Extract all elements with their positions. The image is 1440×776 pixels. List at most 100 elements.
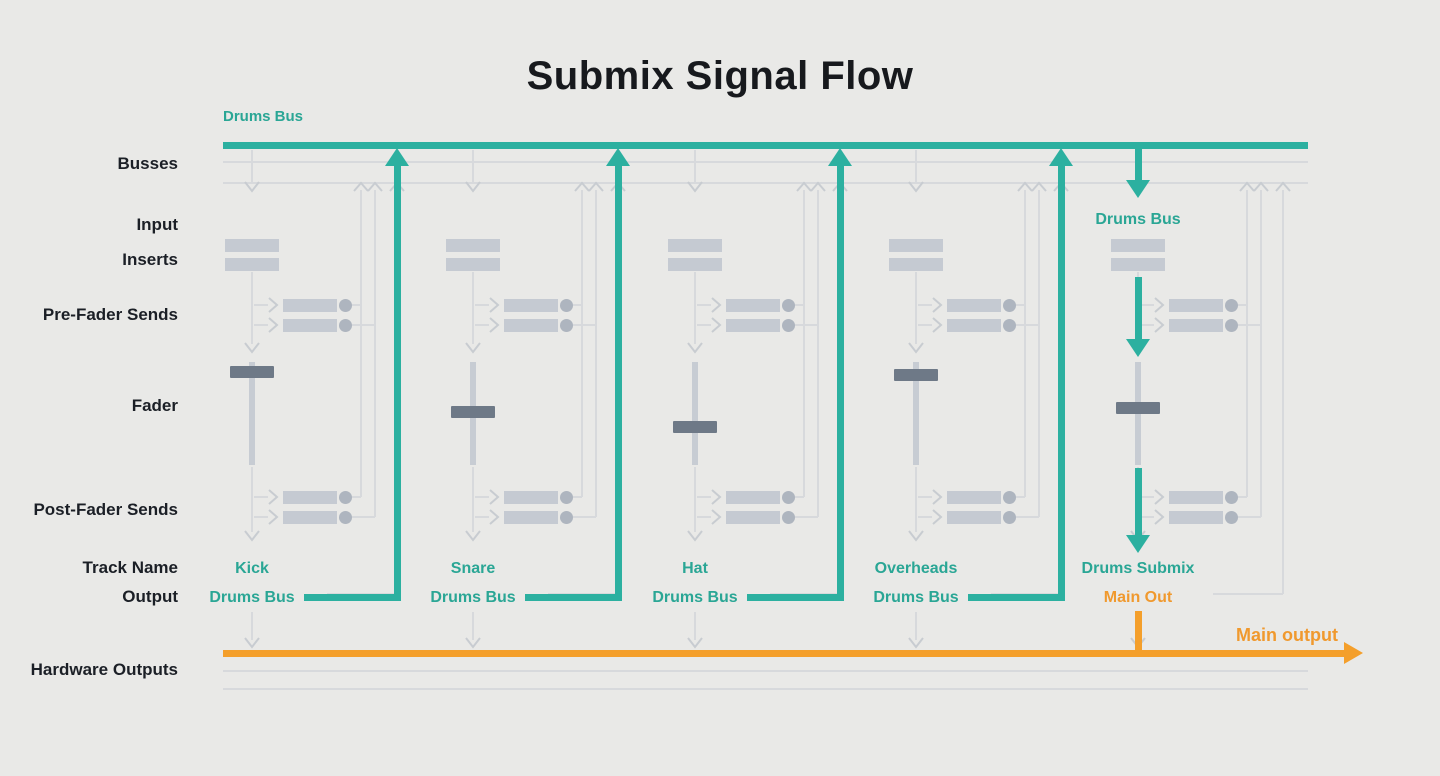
output-route-line xyxy=(968,594,1065,601)
track-name-label: Drums Submix xyxy=(1081,560,1195,577)
row-label-output: Output xyxy=(122,587,178,606)
post-fader-send-slot xyxy=(504,491,558,504)
arrow-up-icon xyxy=(606,148,630,166)
insert-slot xyxy=(446,239,500,252)
insert-slot xyxy=(1111,258,1165,271)
output-label: Drums Bus xyxy=(209,589,295,606)
send-knob xyxy=(339,299,352,312)
post-fader-send-slot xyxy=(1169,511,1223,524)
row-label-busses: Busses xyxy=(117,154,178,173)
fader-handle xyxy=(1116,402,1160,414)
channel-overheads: Overheads Drums Bus xyxy=(766,0,1073,776)
track-name-label: Kick xyxy=(235,560,269,577)
post-fader-send-slot xyxy=(726,491,780,504)
insert-slot xyxy=(668,239,722,252)
insert-slot xyxy=(889,239,943,252)
output-route-line xyxy=(615,158,622,601)
page-title: Submix Signal Flow xyxy=(526,54,914,98)
main-out-route-line xyxy=(1135,611,1142,652)
arrow-down-icon xyxy=(1126,180,1150,198)
output-label: Drums Bus xyxy=(430,589,516,606)
input-source-label: Drums Bus xyxy=(1095,211,1181,228)
track-name-label: Overheads xyxy=(874,560,958,577)
insert-slot xyxy=(1111,239,1165,252)
send-knob xyxy=(339,511,352,524)
row-label-post-fader-sends: Post-Fader Sends xyxy=(33,500,178,519)
row-label-fader: Fader xyxy=(131,396,178,415)
fader-track xyxy=(692,362,698,465)
main-output-label: Main output xyxy=(1236,625,1338,645)
send-knob xyxy=(782,511,795,524)
send-knob xyxy=(560,511,573,524)
insert-slot xyxy=(225,239,279,252)
fader-track xyxy=(913,362,919,465)
send-knob xyxy=(782,491,795,504)
fader-handle xyxy=(451,406,495,418)
post-fader-send-slot xyxy=(1169,491,1223,504)
arrow-up-icon xyxy=(385,148,409,166)
fader-handle xyxy=(673,421,717,433)
arrow-down-icon xyxy=(1126,339,1150,357)
arrow-up-icon xyxy=(1049,148,1073,166)
send-knob xyxy=(1225,299,1238,312)
send-knob xyxy=(339,491,352,504)
output-label: Main Out xyxy=(1103,589,1173,606)
send-knob xyxy=(1003,491,1016,504)
pre-fader-send-slot xyxy=(947,319,1001,332)
row-label-pre-fader-sends: Pre-Fader Sends xyxy=(42,305,178,324)
track-name-label: Snare xyxy=(450,560,496,577)
row-label-track-name: Track Name xyxy=(82,558,178,577)
signal-line xyxy=(1135,277,1142,339)
channel-drums-submix: Drums Bus Drums Submix Main Out xyxy=(988,0,1288,776)
channel-hat: Hat Drums Bus xyxy=(545,0,852,776)
insert-slot xyxy=(668,258,722,271)
pre-fader-send-slot xyxy=(947,299,1001,312)
send-knob xyxy=(560,319,573,332)
drums-bus-line xyxy=(223,142,1308,149)
pre-fader-send-slot xyxy=(726,319,780,332)
main-output-line xyxy=(223,650,1346,657)
post-fader-send-slot xyxy=(726,511,780,524)
pre-fader-send-slot xyxy=(504,319,558,332)
bus-input-line xyxy=(1135,149,1142,180)
send-knob xyxy=(1225,511,1238,524)
channel-snare: Snare Drums Bus xyxy=(323,0,630,776)
send-knob xyxy=(782,299,795,312)
output-label: Drums Bus xyxy=(652,589,738,606)
send-knob xyxy=(1003,511,1016,524)
row-label-inserts: Inserts xyxy=(122,250,178,269)
output-route-line xyxy=(304,594,401,601)
output-route-line xyxy=(837,158,844,601)
send-knob xyxy=(560,299,573,312)
main-output-arrowhead-icon xyxy=(1344,642,1363,664)
row-label-hardware-outputs: Hardware Outputs xyxy=(30,660,178,679)
send-knob xyxy=(1003,299,1016,312)
send-knob xyxy=(339,319,352,332)
output-label: Drums Bus xyxy=(873,589,959,606)
insert-slot xyxy=(889,258,943,271)
drums-bus-label: Drums Bus xyxy=(223,108,304,125)
track-name-label: Hat xyxy=(682,560,708,577)
post-fader-send-slot xyxy=(283,511,337,524)
send-knob xyxy=(560,491,573,504)
fader-track xyxy=(249,362,255,465)
fader-handle xyxy=(894,369,938,381)
pre-fader-send-slot xyxy=(283,299,337,312)
send-knob xyxy=(1003,319,1016,332)
output-route-line xyxy=(394,158,401,601)
row-label-input: Input xyxy=(136,215,178,234)
post-fader-send-slot xyxy=(947,511,1001,524)
post-fader-send-slot xyxy=(947,491,1001,504)
post-fader-send-slot xyxy=(504,511,558,524)
pre-fader-send-slot xyxy=(504,299,558,312)
output-route-line xyxy=(747,594,844,601)
send-knob xyxy=(1225,491,1238,504)
signal-line xyxy=(1135,468,1142,535)
pre-fader-send-slot xyxy=(1169,319,1223,332)
channel-kick: Kick Drums Bus xyxy=(102,0,409,776)
pre-fader-send-slot xyxy=(283,319,337,332)
post-fader-send-slot xyxy=(283,491,337,504)
insert-slot xyxy=(446,258,500,271)
